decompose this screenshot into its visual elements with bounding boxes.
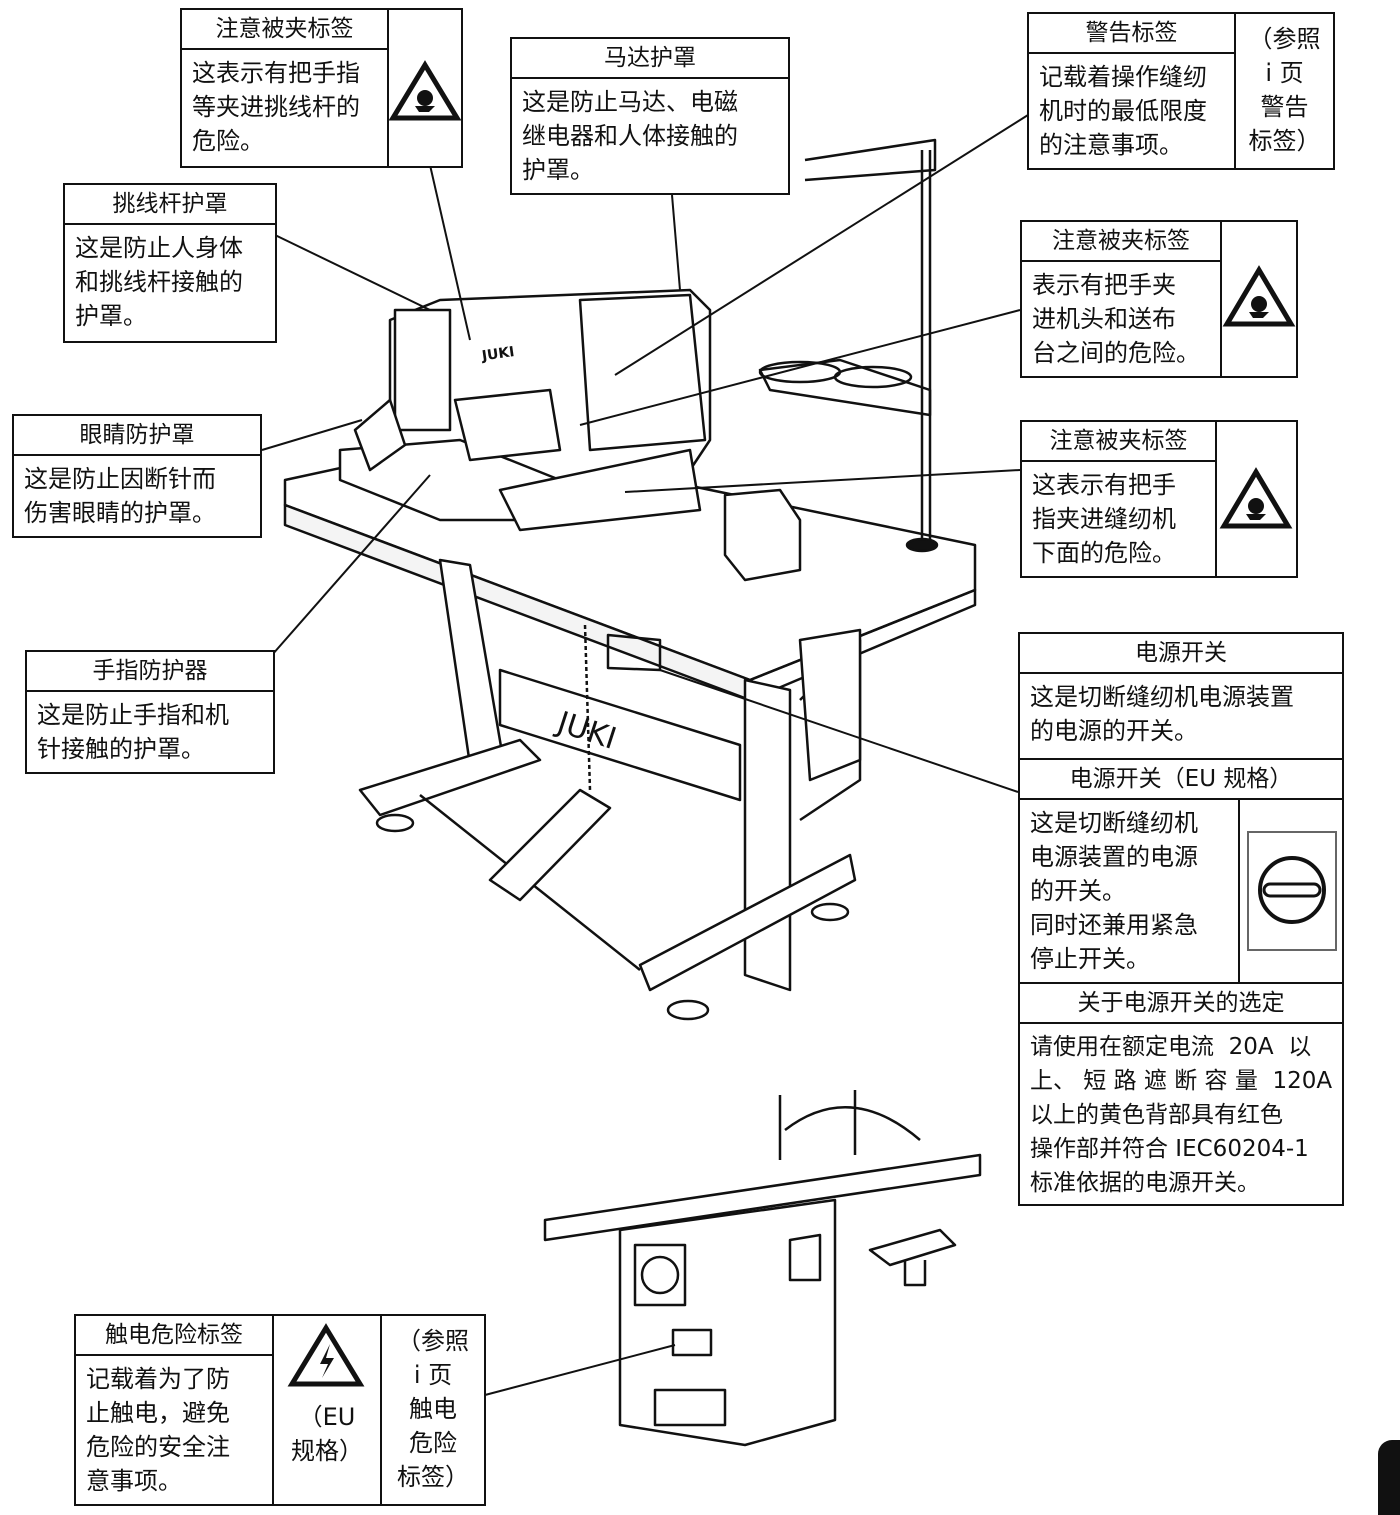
electric-shock-icon (287, 1323, 365, 1387)
callout-eu-note: （EU 规格） (291, 1403, 363, 1465)
callout-text: 记载着操作缝纫 机时的最低限度 的注意事项。 (1039, 63, 1207, 159)
callout-eye-guard: 眼睛防护罩 这是防止因断针而 伤害眼睛的护罩。 (12, 414, 262, 538)
callout-title: 眼睛防护罩 (14, 416, 260, 456)
callout-title-selection: 关于电源开关的选定 (1020, 984, 1342, 1024)
callout-warning-label: 警告标签 记载着操作缝纫 机时的最低限度 的注意事项。 （参照 i 页 警告 标… (1027, 12, 1335, 170)
callout-text: 记载着为了防 止触电，避免 危险的安全注 意事项。 (86, 1365, 230, 1495)
power-switch-icon (1247, 831, 1337, 951)
callout-text: 表示有把手夹 进机头和送布 台之间的危险。 (1032, 271, 1200, 367)
callout-title: 挑线杆护罩 (65, 185, 275, 225)
callout-text: 这是切断缝纫机电源装置 的电源的开关。 (1030, 683, 1294, 745)
callout-title: 马达护罩 (512, 39, 788, 79)
caution-pinch-icon (1222, 265, 1296, 327)
callout-caution-feed: 注意被夹标签 表示有把手夹 进机头和送布 台之间的危险。 (1020, 220, 1298, 378)
callout-text: 这是防止马达、电磁 继电器和人体接触的 护罩。 (522, 88, 738, 184)
callout-title: 注意被夹标签 (1022, 422, 1215, 462)
callout-text: 这表示有把手 指夹进缝纫机 下面的危险。 (1032, 471, 1176, 567)
callout-power-switch: 电源开关 这是切断缝纫机电源装置 的电源的开关。 电源开关（EU 规格） 这是切… (1018, 632, 1344, 1206)
callout-finger-guard: 手指防护器 这是防止手指和机 针接触的护罩。 (25, 650, 275, 774)
callout-text: 这是防止人身体 和挑线杆接触的 护罩。 (75, 234, 243, 330)
callout-reference: （参照 i 页 触电 危险 标签） (380, 1316, 484, 1504)
callout-reference: （参照 i 页 警告 标签） (1234, 14, 1333, 168)
callout-caution-under: 注意被夹标签 这表示有把手 指夹进缝纫机 下面的危险。 (1020, 420, 1298, 578)
callout-title-eu: 电源开关（EU 规格） (1020, 758, 1342, 800)
callout-text: 这是防止因断针而 伤害眼睛的护罩。 (24, 465, 216, 527)
caution-pinch-icon (1219, 467, 1293, 529)
callout-text-eu: 这是切断缝纫机 电源装置的电源 的开关。 同时还兼用紧急 停止开关。 (1030, 809, 1198, 973)
callout-caution-takeup: 注意被夹标签 这表示有把手指 等夹进挑线杆的 危险。 (180, 8, 463, 168)
callout-title: 注意被夹标签 (1022, 222, 1220, 262)
callout-title: 触电危险标签 (76, 1316, 272, 1356)
callout-title: 警告标签 (1029, 14, 1234, 54)
callout-shock-label: 触电危险标签 记载着为了防 止触电，避免 危险的安全注 意事项。 （EU 规格）… (74, 1314, 486, 1506)
callout-title: 手指防护器 (27, 652, 273, 692)
callout-motor-cover: 马达护罩 这是防止马达、电磁 继电器和人体接触的 护罩。 (510, 37, 790, 195)
page-edge-tab (1378, 1440, 1400, 1515)
callout-takeup-cover: 挑线杆护罩 这是防止人身体 和挑线杆接触的 护罩。 (63, 183, 277, 343)
brand-logo: JUKI (480, 344, 516, 365)
callout-text-selection: 请使用在额定电流 20A 以 上、 短 路 遮 断 容 量 120A 以上的黄色… (1030, 1034, 1333, 1196)
callout-text: 这是防止手指和机 针接触的护罩。 (37, 701, 229, 763)
callout-title: 电源开关 (1020, 634, 1342, 674)
caution-pinch-icon (388, 60, 462, 121)
callout-text: 这表示有把手指 等夹进挑线杆的 危险。 (192, 59, 360, 155)
callout-title: 注意被夹标签 (182, 10, 387, 50)
